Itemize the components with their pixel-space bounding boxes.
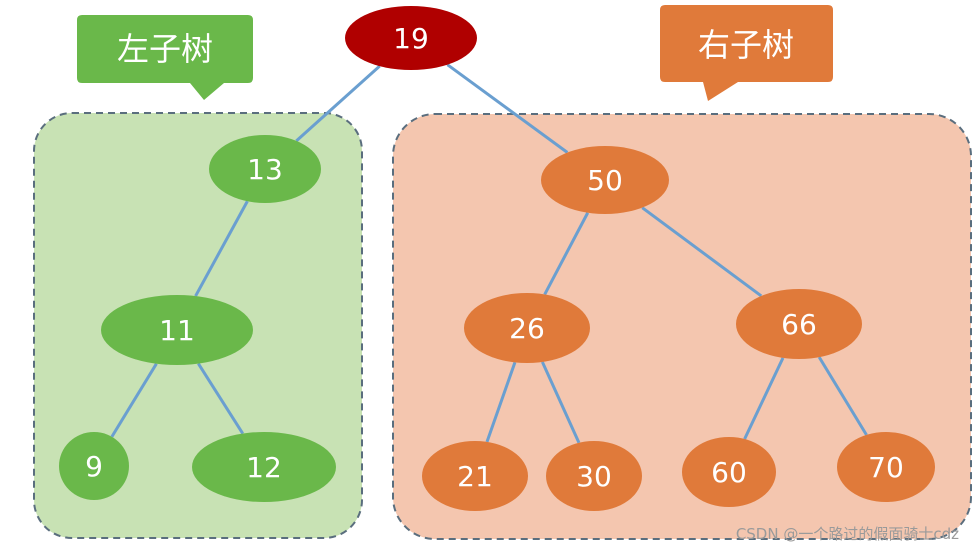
node-30-label: 30 <box>576 460 612 493</box>
edge-11-12 <box>197 362 245 435</box>
node-13-label: 13 <box>247 153 283 186</box>
node-11-shape <box>101 295 253 365</box>
edge-66-60 <box>743 357 785 440</box>
left-callout-label: 左子树 <box>117 30 213 68</box>
node-12: 12 <box>192 432 336 502</box>
node-12-shape <box>192 432 336 502</box>
node-70-label: 70 <box>868 451 904 484</box>
node-60: 60 <box>682 437 776 507</box>
node-26-shape <box>464 293 590 363</box>
left-subtree-callout: 左子树 <box>77 15 253 100</box>
node-19: 19 <box>345 6 477 70</box>
edge-66-70 <box>817 356 868 436</box>
node-13: 13 <box>209 135 321 203</box>
node-30-shape <box>546 441 642 511</box>
node-21-shape <box>422 441 528 511</box>
node-11: 11 <box>101 295 253 365</box>
node-19-shape <box>345 6 477 70</box>
tree-edges <box>110 63 868 444</box>
node-9-label: 9 <box>85 450 103 483</box>
node-70-shape <box>837 432 935 502</box>
node-12-label: 12 <box>246 451 282 484</box>
edge-13-11 <box>194 200 249 297</box>
edge-19-13 <box>295 65 381 142</box>
edge-19-50 <box>446 63 569 154</box>
node-60-label: 60 <box>711 456 747 489</box>
node-50: 50 <box>541 146 669 214</box>
edge-26-21 <box>485 361 517 443</box>
edge-26-30 <box>540 361 581 444</box>
node-9-shape <box>59 432 129 500</box>
node-19-label: 19 <box>393 22 429 55</box>
node-11-label: 11 <box>159 314 195 347</box>
node-70: 70 <box>837 432 935 502</box>
node-66-label: 66 <box>781 308 817 341</box>
right-subtree-callout: 右子树 <box>660 5 833 101</box>
watermark: CSDN @一个路过的假面骑士cdz <box>735 525 959 543</box>
node-50-shape <box>541 146 669 214</box>
edge-50-26 <box>543 212 590 296</box>
node-26-label: 26 <box>509 312 545 345</box>
right-callout-shape <box>660 5 833 101</box>
node-30: 30 <box>546 441 642 511</box>
left-callout-shape <box>77 15 253 100</box>
edge-11-9 <box>110 362 158 438</box>
node-66-shape <box>736 289 862 359</box>
node-60-shape <box>682 437 776 507</box>
right-subtree-region <box>392 113 972 540</box>
node-26: 26 <box>464 293 590 363</box>
node-66: 66 <box>736 289 862 359</box>
edge-50-66 <box>641 206 763 298</box>
node-21: 21 <box>422 441 528 511</box>
node-21-label: 21 <box>457 460 493 493</box>
node-13-shape <box>209 135 321 203</box>
right-callout-label: 右子树 <box>698 26 794 64</box>
node-50-label: 50 <box>587 164 623 197</box>
node-9: 9 <box>59 432 129 500</box>
